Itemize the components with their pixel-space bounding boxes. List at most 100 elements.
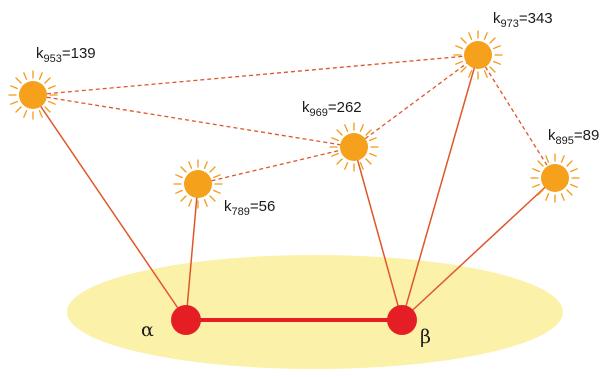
label-k895-prefix: k bbox=[548, 127, 556, 144]
sun-ray bbox=[336, 158, 343, 165]
sun-ray bbox=[10, 100, 18, 105]
sun-ray bbox=[203, 161, 208, 169]
sun-ray bbox=[537, 160, 544, 167]
sun-ray bbox=[38, 110, 43, 118]
label-k953-sub: 953 bbox=[44, 53, 62, 65]
sun-k895-icon bbox=[530, 153, 580, 203]
sun-core bbox=[464, 41, 492, 69]
label-k973-prefix: k bbox=[493, 10, 501, 27]
sun-ray bbox=[460, 66, 467, 73]
label-k969: k969=262 bbox=[302, 99, 362, 119]
sun-ray bbox=[570, 168, 578, 173]
label-k953: k953=139 bbox=[36, 45, 96, 65]
sun-ray bbox=[180, 195, 187, 202]
base-plane bbox=[67, 255, 563, 369]
sun-ray bbox=[560, 155, 565, 163]
sun-ray bbox=[532, 183, 540, 188]
sun-ray bbox=[537, 189, 544, 196]
sun-ray bbox=[359, 162, 364, 170]
dashed-links bbox=[32, 54, 556, 185]
sun-ray bbox=[560, 193, 565, 201]
label-k895-value: =89 bbox=[574, 127, 599, 144]
sun-core bbox=[19, 81, 47, 109]
link-973-beta bbox=[401, 54, 479, 321]
sun-ray bbox=[359, 124, 364, 132]
sun-ray bbox=[344, 162, 349, 170]
sun-k973-icon bbox=[453, 30, 503, 80]
label-k969-sub: 969 bbox=[310, 107, 328, 119]
sun-ray bbox=[344, 124, 349, 132]
sun-ray bbox=[203, 199, 208, 207]
sun-ray bbox=[570, 183, 578, 188]
sun-ray bbox=[460, 37, 467, 44]
sun-ray bbox=[10, 85, 18, 90]
sun-ray bbox=[336, 129, 343, 136]
sun-ray bbox=[38, 72, 43, 80]
node-alpha-label: α bbox=[141, 319, 154, 341]
node-beta bbox=[387, 305, 417, 335]
sun-ray bbox=[175, 189, 183, 194]
label-k973-value: =343 bbox=[519, 10, 553, 27]
label-k953-value: =139 bbox=[62, 45, 96, 62]
label-k895: k895=89 bbox=[548, 127, 599, 147]
sun-ray bbox=[365, 129, 372, 136]
dashed-link-953-973 bbox=[32, 54, 479, 96]
sun-ray bbox=[44, 106, 51, 113]
label-k953-prefix: k bbox=[36, 45, 44, 62]
sun-ray bbox=[566, 189, 573, 196]
sun-k789-icon bbox=[173, 159, 223, 209]
sun-ray bbox=[468, 32, 473, 40]
sun-ray bbox=[188, 199, 193, 207]
sun-ray bbox=[15, 77, 22, 84]
dashed-link-973-895 bbox=[477, 54, 556, 179]
link-789-alpha bbox=[185, 183, 199, 321]
sun-ray bbox=[468, 70, 473, 78]
solid-links bbox=[32, 54, 556, 321]
sun-k953-icon bbox=[8, 70, 58, 120]
sun-ray bbox=[532, 168, 540, 173]
sun-ray bbox=[44, 77, 51, 84]
sun-ray bbox=[483, 70, 488, 78]
label-k789-value: =56 bbox=[250, 198, 275, 215]
sun-ray bbox=[213, 189, 221, 194]
sun-ray bbox=[188, 161, 193, 169]
sun-ray bbox=[455, 45, 463, 50]
link-953-alpha bbox=[32, 94, 187, 321]
sun-ray bbox=[180, 166, 187, 173]
label-k789-sub: 789 bbox=[232, 206, 250, 218]
sun-ray bbox=[566, 160, 573, 167]
dashed-link-789-969 bbox=[197, 146, 355, 185]
sun-core bbox=[541, 164, 569, 192]
sun-ray bbox=[545, 155, 550, 163]
sun-ray bbox=[48, 100, 56, 105]
sun-ray bbox=[331, 137, 339, 142]
sun-ray bbox=[483, 32, 488, 40]
label-k973-sub: 973 bbox=[501, 18, 519, 30]
sun-ray bbox=[48, 85, 56, 90]
sun-ray bbox=[15, 106, 22, 113]
sun-ray bbox=[455, 60, 463, 65]
sun-core bbox=[340, 133, 368, 161]
label-k789-prefix: k bbox=[224, 198, 232, 215]
sun-ray bbox=[545, 193, 550, 201]
sun-ray bbox=[489, 37, 496, 44]
label-k789: k789=56 bbox=[224, 198, 275, 218]
sun-ray bbox=[369, 137, 377, 142]
sun-ray bbox=[493, 60, 501, 65]
sun-ray bbox=[213, 174, 221, 179]
label-k969-value: =262 bbox=[328, 99, 362, 116]
node-alpha bbox=[171, 305, 201, 335]
sun-k969-icon bbox=[329, 122, 379, 172]
sun-ray bbox=[489, 66, 496, 73]
sun-ray bbox=[365, 158, 372, 165]
label-k973: k973=343 bbox=[493, 10, 553, 30]
link-895-beta bbox=[401, 177, 556, 321]
dashed-link-969-973 bbox=[353, 54, 479, 148]
sun-ray bbox=[493, 45, 501, 50]
sun-ray bbox=[23, 110, 28, 118]
node-beta-label: β bbox=[420, 326, 431, 348]
sun-ray bbox=[331, 152, 339, 157]
link-969-beta bbox=[353, 146, 403, 321]
sun-core bbox=[184, 170, 212, 198]
